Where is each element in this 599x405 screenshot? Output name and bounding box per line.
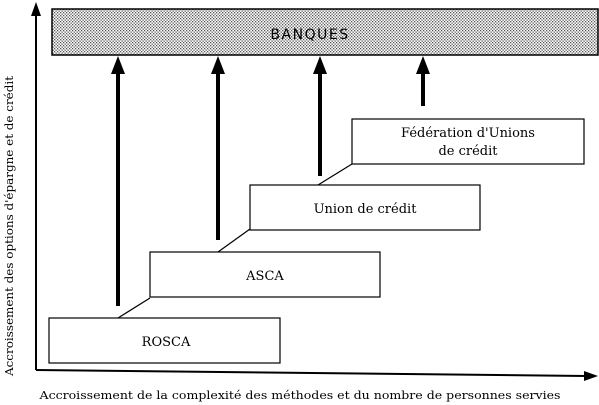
arrow-union-to-banks [313, 56, 327, 176]
tier-box-asca: ASCA [149, 251, 381, 298]
step-connector-asca-union [217, 228, 251, 253]
arrow-federation-to-banks [416, 56, 430, 106]
banks-label: BANQUES [270, 27, 349, 43]
tier-box-rosca: ROSCA [48, 317, 281, 364]
tier-label-rosca: ROSCA [142, 335, 191, 350]
banks-box: BANQUES [51, 8, 599, 56]
arrow-rosca-to-banks [111, 56, 125, 306]
tier-label-federation-line2: de crédit [438, 144, 498, 159]
x-axis-label: Accroissement de la complexité des métho… [38, 388, 560, 402]
tier-box-federation: Fédération d'Unions de crédit [351, 118, 585, 165]
x-axis [35, 369, 598, 381]
y-axis [31, 2, 41, 370]
tier-label-federation-line1: Fédération d'Unions [401, 126, 535, 141]
tier-label-union: Union de crédit [314, 202, 418, 217]
x-axis-arrowhead [584, 371, 598, 381]
tier-box-union: Union de crédit [249, 184, 481, 231]
tier-label-asca: ASCA [245, 269, 284, 284]
y-axis-arrowhead [31, 2, 41, 16]
y-axis-label: Accroissement des options d'épargne et d… [2, 76, 16, 377]
arrow-asca-to-banks [211, 56, 225, 240]
step-connector-rosca-asca [117, 297, 151, 319]
step-connector-union-federation [317, 163, 353, 186]
